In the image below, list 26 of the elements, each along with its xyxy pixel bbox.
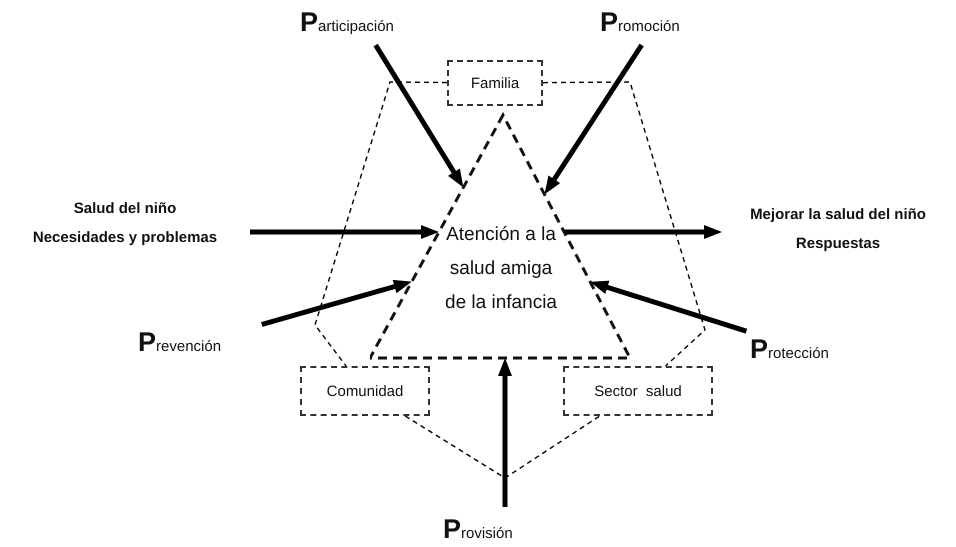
principle-label: Provisión <box>443 514 513 545</box>
principle-label: Protección <box>750 334 829 365</box>
side-label: Mejorar la salud del niño <box>750 206 926 223</box>
dashed-box <box>300 366 430 416</box>
arrow <box>250 225 439 239</box>
box-label: Familia <box>470 74 520 92</box>
dashed-box <box>563 366 713 416</box>
box-label: Comunidad <box>326 382 404 400</box>
dashed-line <box>314 81 447 366</box>
principle-label: Participación <box>300 7 394 38</box>
dashed-line <box>543 81 706 367</box>
arrow <box>590 280 748 334</box>
dashed-line <box>404 415 600 479</box>
arrow <box>261 280 412 327</box>
side-label: Salud del niño <box>74 200 176 217</box>
arrow <box>544 44 644 194</box>
side-label: Respuestas <box>796 235 880 252</box>
principle-label: Prevención <box>138 327 222 358</box>
box-label: Sector salud <box>594 382 682 400</box>
center-text: Atención a la salud amiga de la infancia <box>444 223 558 315</box>
arrow <box>498 358 512 507</box>
principle-label: Promoción <box>600 7 680 38</box>
arrow <box>564 225 722 239</box>
dashed-box <box>447 60 543 106</box>
side-label: Necesidades y problemas <box>32 229 218 246</box>
arrow <box>374 44 464 188</box>
